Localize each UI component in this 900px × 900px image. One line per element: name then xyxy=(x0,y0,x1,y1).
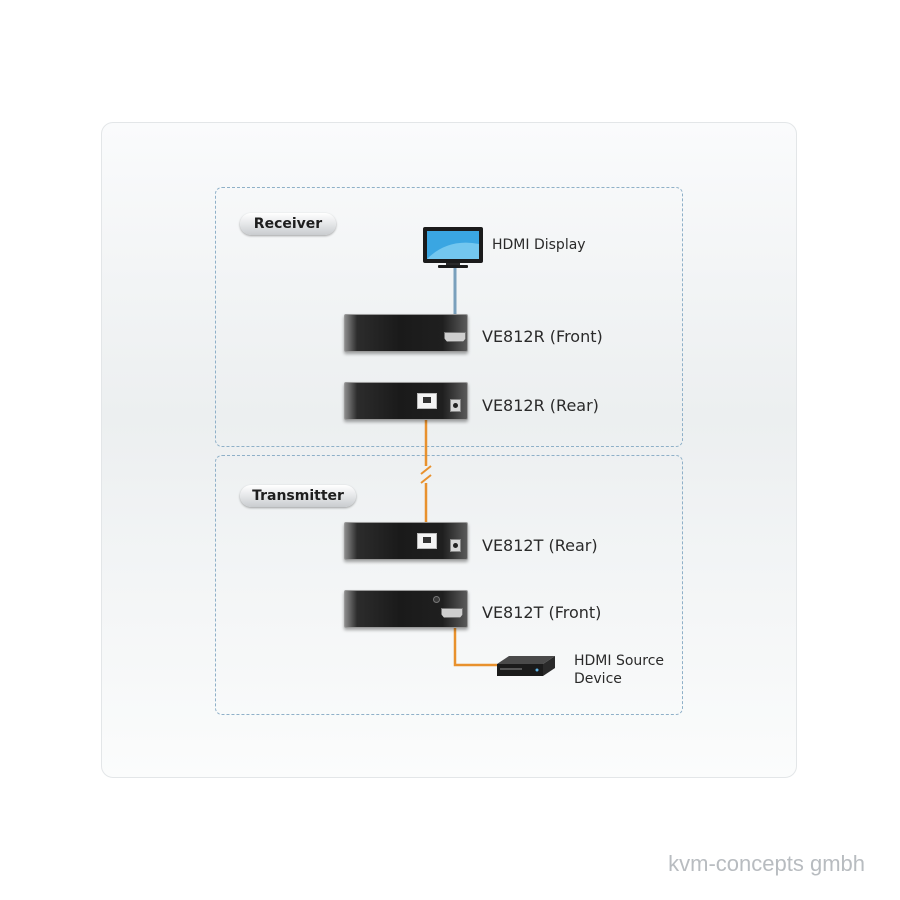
hdmi-source-label-line1: HDMI Source xyxy=(574,653,665,669)
rj45-port-icon xyxy=(417,533,437,549)
ve812t-front-device xyxy=(344,590,468,628)
rj45-port-icon xyxy=(417,393,437,409)
receiver-group xyxy=(215,187,683,447)
transmitter-group xyxy=(215,455,683,715)
power-port-icon xyxy=(450,399,461,412)
ve812r-front-device xyxy=(344,314,468,352)
hdmi-port-icon xyxy=(444,332,466,342)
hdmi-source-cable xyxy=(453,622,497,667)
ve812t-front-label: VE812T (Front) xyxy=(482,603,602,622)
hdmi-port-icon xyxy=(441,608,463,618)
hdmi-display-label: HDMI Display xyxy=(492,237,586,253)
cable-break-mark-2 xyxy=(420,474,432,484)
watermark-text: kvm-concepts gmbh xyxy=(668,851,865,876)
hdmi-source-label-line2: Device xyxy=(574,671,622,687)
cable-break-mark-1 xyxy=(420,465,432,475)
ve812r-rear-device xyxy=(344,382,468,420)
source-device-icon xyxy=(497,656,555,676)
led-icon xyxy=(433,596,440,603)
power-port-icon xyxy=(450,539,461,552)
ve812t-rear-label: VE812T (Rear) xyxy=(482,536,598,555)
ve812r-front-label: VE812R (Front) xyxy=(482,327,603,346)
monitor-icon xyxy=(423,227,483,268)
ve812r-rear-label: VE812R (Rear) xyxy=(482,396,599,415)
ve812t-rear-device xyxy=(344,522,468,560)
receiver-label: Receiver xyxy=(240,213,336,235)
transmitter-label: Transmitter xyxy=(240,485,356,507)
